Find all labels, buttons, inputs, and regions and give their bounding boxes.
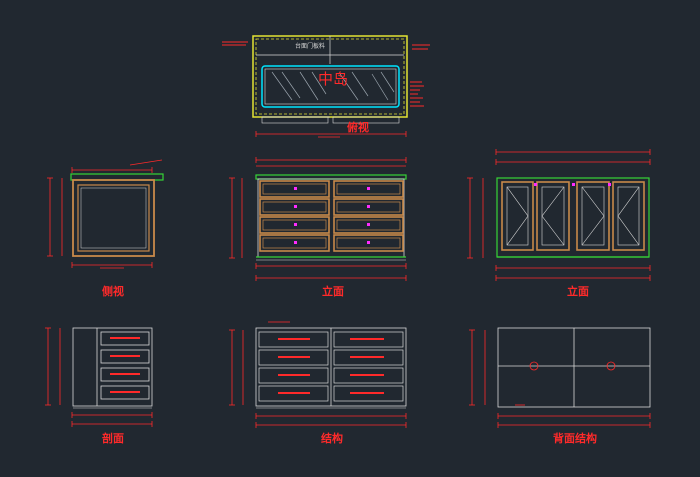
front-drawer-label: 立面 <box>322 284 344 298</box>
front-door-view: 立面 <box>467 149 651 298</box>
section-label: 剖面 <box>102 431 124 445</box>
front-door-label: 立面 <box>567 284 589 298</box>
top-view: 台面门板料 中岛 俯视 <box>222 35 430 138</box>
side-view: 侧视 <box>47 159 164 298</box>
side-view-label: 侧视 <box>102 284 124 298</box>
island-label: 中岛 <box>318 70 348 88</box>
cabinet-doors <box>501 181 645 251</box>
back-structure-view: 背面结构 <box>469 327 651 445</box>
structure-label: 结构 <box>320 431 343 445</box>
panel-note: 台面门板料 <box>295 42 325 50</box>
section-view: 剖面 <box>45 327 153 445</box>
glass-panel <box>261 65 400 108</box>
structure-drawer-notes <box>278 338 384 394</box>
drawer-handles <box>294 187 370 244</box>
structure-view: 结构 <box>229 321 407 445</box>
front-drawer-view: 立面 <box>229 157 407 298</box>
side-panel-frame <box>72 179 155 257</box>
drawer-fronts <box>259 180 404 252</box>
section-drawer-notes <box>110 337 140 393</box>
countertop-inner-dashed <box>255 38 405 115</box>
top-view-dimension-line <box>255 131 407 138</box>
glass-hatch <box>271 71 395 101</box>
top-view-dim-notes <box>222 41 430 107</box>
back-structure-label: 背面结构 <box>553 431 597 445</box>
top-view-label: 俯视 <box>347 120 369 134</box>
